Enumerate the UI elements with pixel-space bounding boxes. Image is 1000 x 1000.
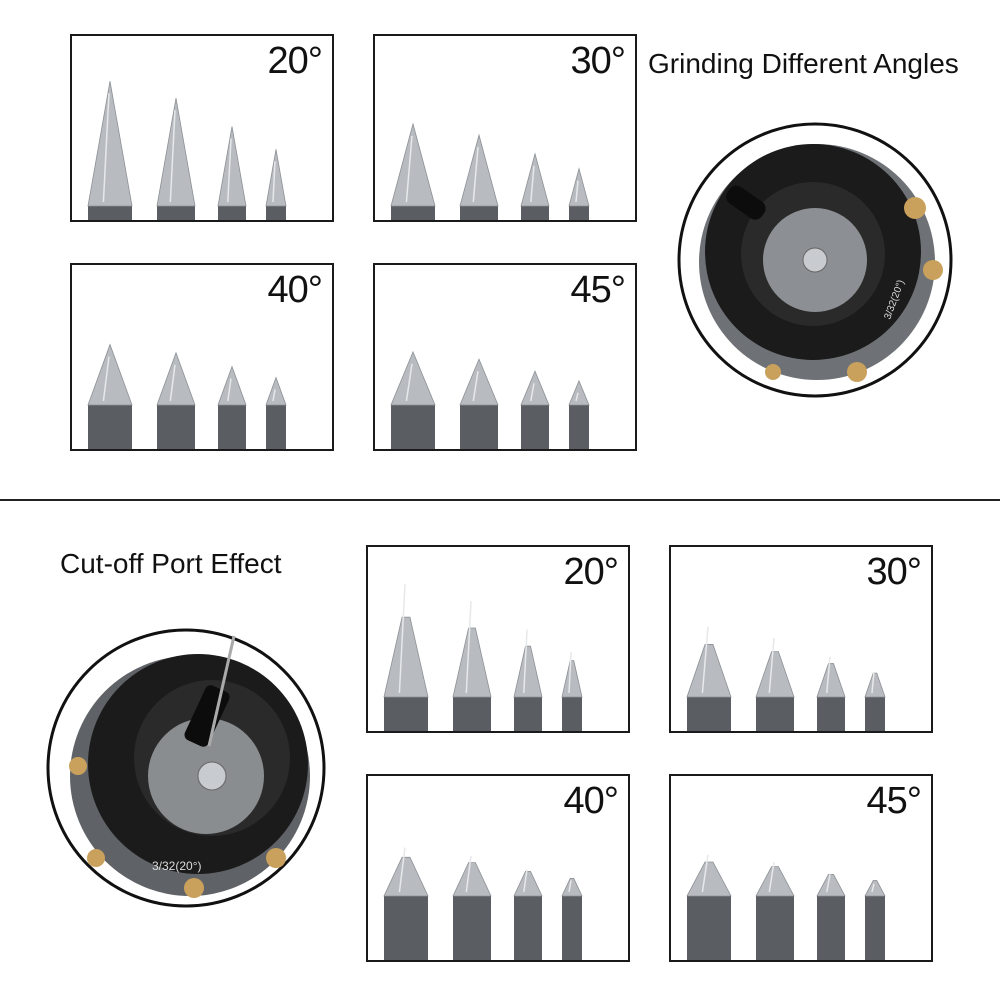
panel-bottom-30: 30° (669, 545, 933, 733)
angle-label: 45° (570, 269, 626, 311)
electrode-tip (686, 626, 732, 731)
tips-graphic (87, 343, 287, 449)
electrode-tip (520, 370, 550, 449)
tool-marking: 3/32(20°) (152, 859, 202, 873)
electrode-tip (686, 854, 732, 960)
electrode-tip (452, 601, 492, 731)
tips-graphic (87, 81, 287, 220)
electrode-tip (156, 351, 196, 449)
electrode-tip (520, 152, 550, 220)
section-divider (0, 499, 1000, 501)
electrode-tip (87, 343, 133, 449)
tips-graphic (383, 584, 583, 731)
electrode-tip (755, 638, 795, 731)
electrode-tip (390, 350, 436, 449)
electrode-tip (568, 167, 590, 220)
tips-graphic (383, 847, 583, 960)
electrode-tip (459, 358, 499, 449)
electrode-tip (390, 122, 436, 220)
tips-graphic (686, 854, 886, 960)
electrode-tip (568, 379, 590, 449)
electrode-tip (383, 584, 429, 731)
angle-label: 20° (563, 551, 619, 593)
electrode-tip (561, 652, 583, 731)
electrode-tip (816, 656, 846, 731)
panel-bottom-45: 45° (669, 774, 933, 962)
electrode-tip (87, 81, 133, 220)
electrode-tip (561, 878, 583, 960)
angle-label: 20° (267, 40, 323, 82)
grinder-tool-image: 3/32(20°) (46, 628, 326, 908)
panel-top-40: 40° (70, 263, 334, 451)
section-title-grinding: Grinding Different Angles (648, 48, 959, 79)
electrode-tip (265, 376, 287, 449)
panel-top-30: 30° (373, 34, 637, 222)
electrode-tip (383, 847, 429, 960)
electrode-tip (864, 671, 886, 731)
panel-bottom-20: 20° (366, 545, 630, 733)
angle-label: 40° (267, 269, 323, 311)
tips-graphic (390, 350, 590, 449)
electrode-tip (156, 98, 196, 220)
electrode-tip (459, 133, 499, 220)
electrode-tip (513, 869, 543, 960)
angle-label: 40° (563, 780, 619, 822)
tips-graphic (390, 122, 590, 220)
electrode-tip (864, 880, 886, 960)
electrode-tip (452, 855, 492, 960)
angle-label: 30° (866, 551, 922, 593)
tips-graphic (686, 626, 886, 731)
electrode-tip (755, 862, 795, 960)
electrode-tip (265, 149, 287, 220)
grinder-tool-image: 3/32(20°) (677, 122, 953, 398)
panel-top-20: 20° (70, 34, 334, 222)
panel-bottom-40: 40° (366, 774, 630, 962)
electrode-tip (217, 126, 247, 220)
electrode-tip (513, 629, 543, 731)
electrode-tip (217, 365, 247, 449)
angle-label: 30° (570, 40, 626, 82)
angle-label: 45° (866, 780, 922, 822)
electrode-tip (816, 873, 846, 960)
section-title-cutoff: Cut-off Port Effect (60, 548, 282, 579)
panel-top-45: 45° (373, 263, 637, 451)
